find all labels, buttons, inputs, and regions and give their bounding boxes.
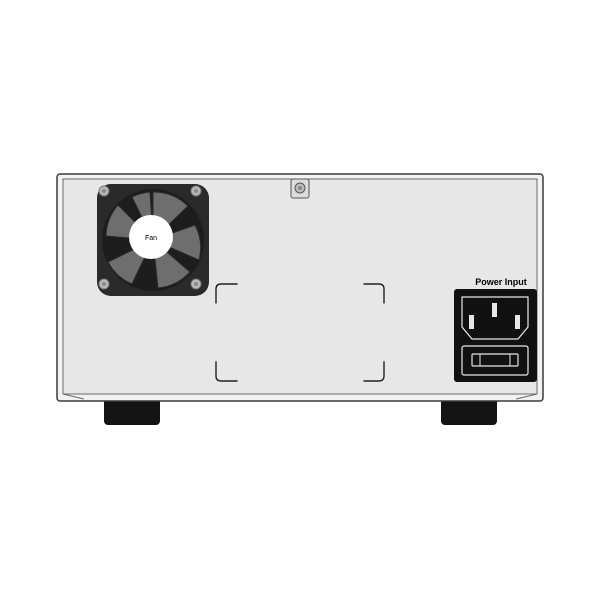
iec-power-inlet-icon [454,289,537,382]
case-ledge-right [515,393,538,400]
iec-socket [461,296,529,340]
case-ledge-left [62,393,85,400]
iec-pin-earth [492,303,497,317]
fan-screws [98,185,202,290]
corner-mark-bottom-left [215,361,238,382]
fuse-holder-icon [461,345,529,376]
blank-plate-outline [215,283,385,382]
corner-mark-bottom-right [363,361,385,382]
screw-icon [190,278,202,290]
left-foot [104,396,160,425]
fan-icon: Fan [97,184,209,296]
ground-lug-icon [290,178,310,199]
iec-pin-live [469,315,474,329]
iec-pin-neutral [515,315,520,329]
fan-label: Fan [145,235,157,242]
corner-mark-top-right [363,283,385,304]
screw-icon [98,278,110,290]
power-input-label: Power Input [475,277,527,287]
fan-hub [129,215,173,259]
screw-icon [190,185,202,197]
right-foot [441,396,497,425]
corner-mark-top-left [215,283,238,304]
screw-icon [98,185,110,197]
feet [104,396,497,425]
